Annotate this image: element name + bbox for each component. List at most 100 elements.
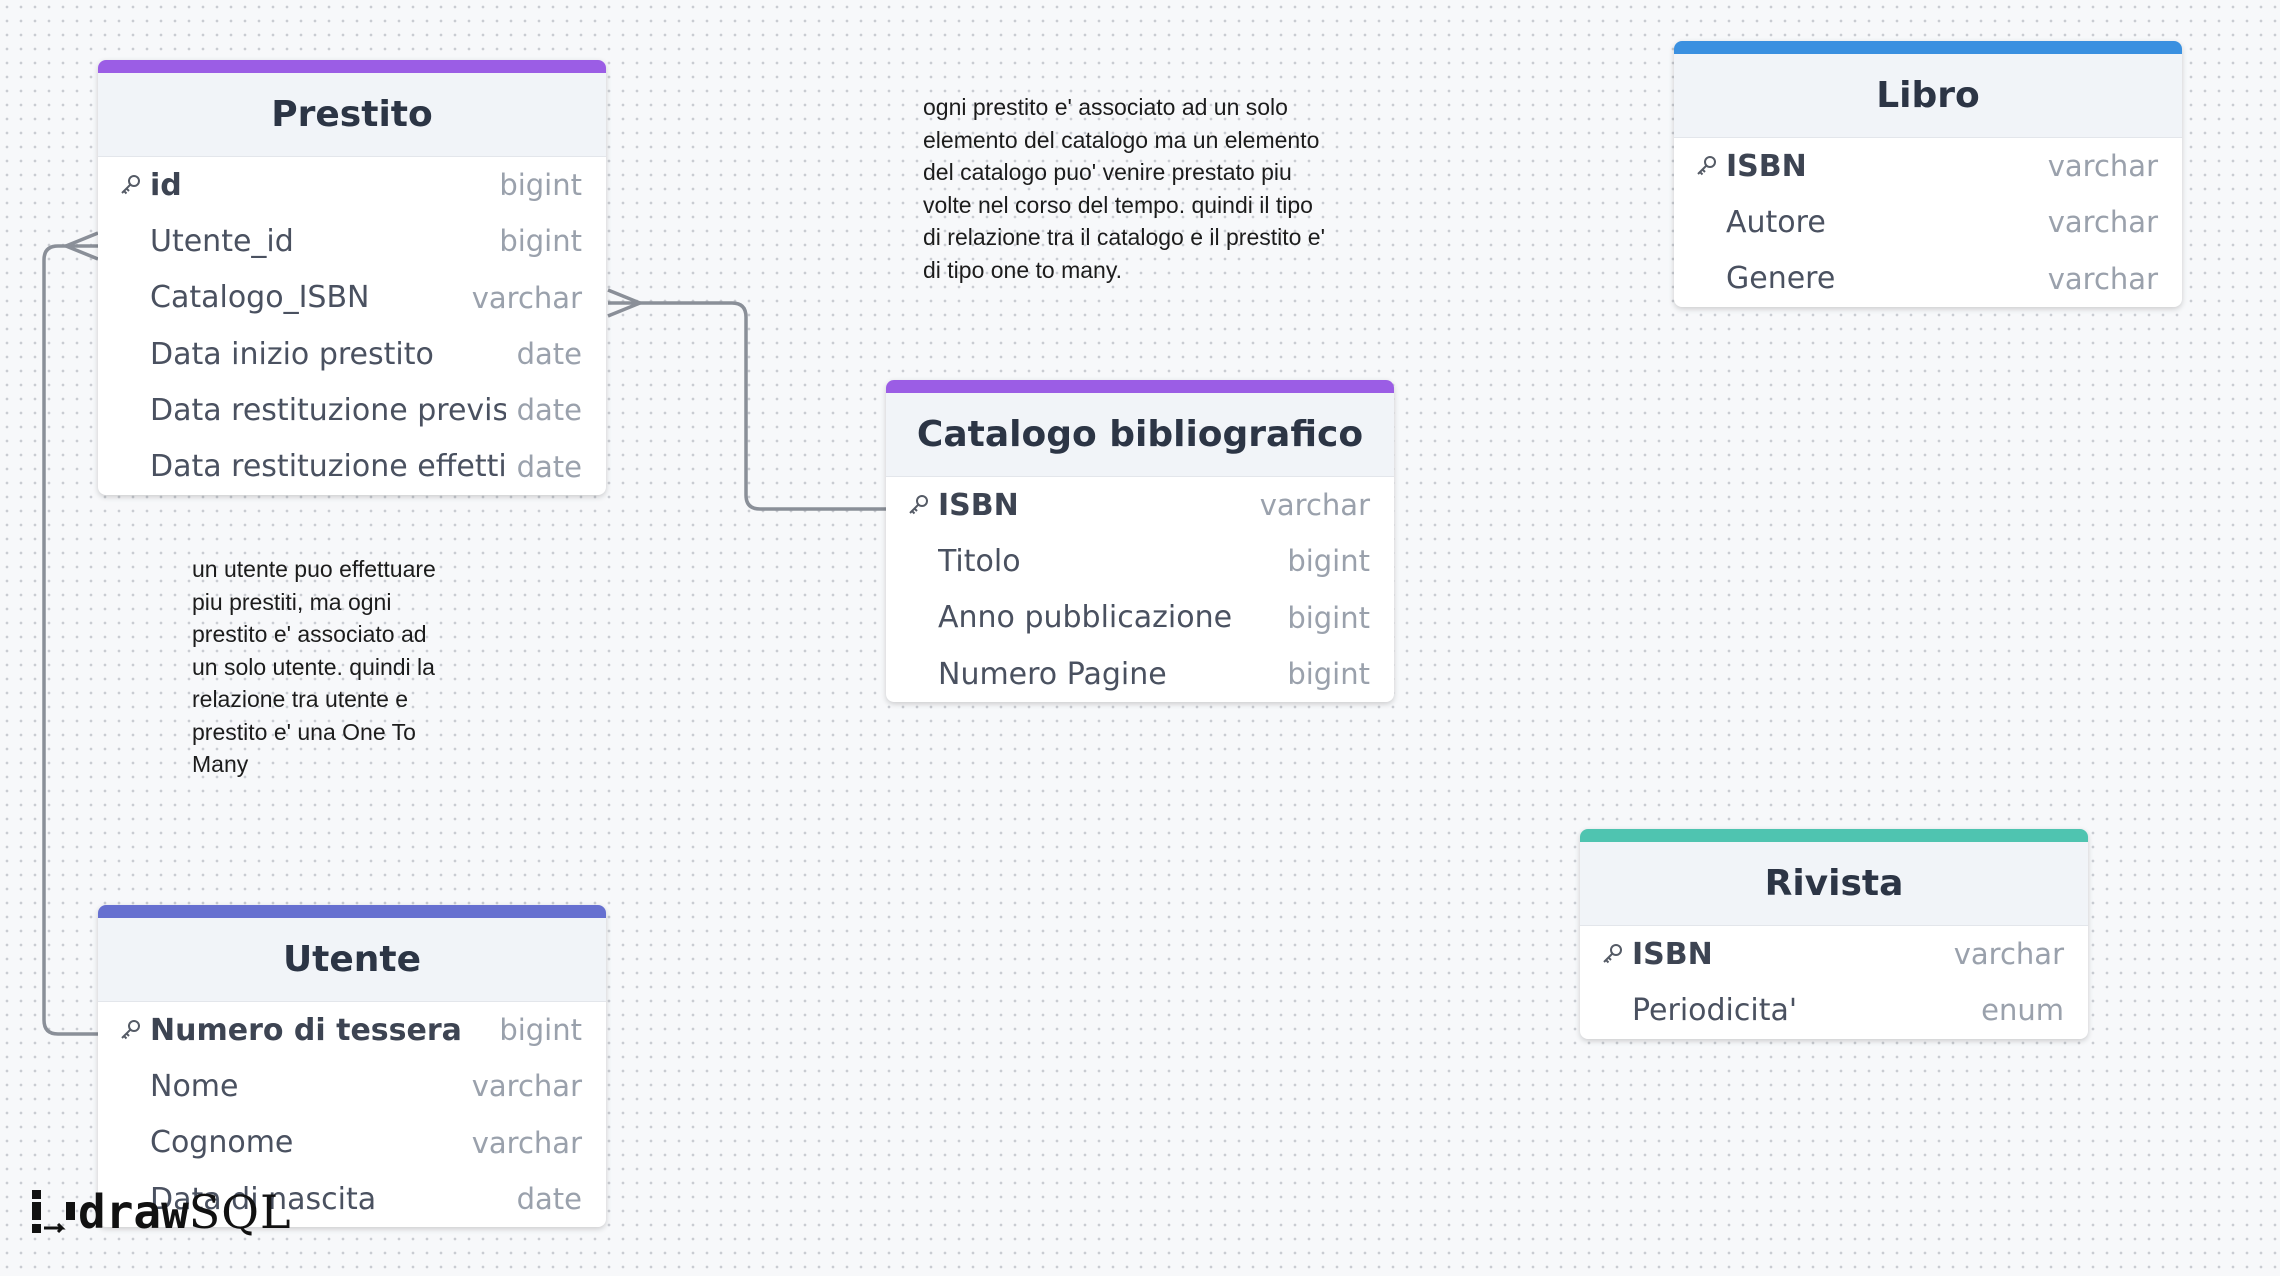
field-type: bigint [1281,544,1370,579]
drawsql-logo: draw SQL [30,1185,292,1239]
field-name: Data restituzione prevista [150,392,506,428]
field-name: id [150,167,182,203]
field-type: varchar [465,280,582,315]
field-name: ISBN [1726,148,1807,184]
field-name: Titolo [938,543,1021,579]
field-type: varchar [465,1069,582,1104]
field-type: bigint [493,224,582,259]
field-name: Numero di tessera [150,1012,462,1048]
note-line: elemento del catalogo ma un elemento [923,126,1320,153]
field-type: varchar [2041,149,2158,184]
note-utente-prestito[interactable]: un utente puo effettuare piu prestiti, ma… [192,553,436,781]
table-title[interactable]: Prestito [98,73,606,157]
note-line: ogni prestito e' associato ad un solo [923,94,1288,120]
field-name: Data inizio prestito [150,336,434,372]
field-row[interactable]: Numero di tessera bigint [98,1002,606,1058]
drawsql-logo-icon [32,1190,75,1234]
field-row[interactable]: Periodicita' enum [1580,982,2088,1038]
field-name: Anno pubblicazione [938,600,1233,636]
table-title[interactable]: Libro [1674,54,2182,138]
connector-utente-prestito [42,244,98,1036]
table-accent-bar [1674,41,2182,54]
note-line: volte nel corso del tempo. quindi il tip… [923,191,1313,218]
field-row[interactable]: ISBN varchar [886,477,1394,533]
key-icon [118,173,142,197]
note-line: prestito e' associato ad [192,621,427,647]
field-name: Utente_id [150,223,294,259]
field-row[interactable]: Anno pubblicazione bigint [886,590,1394,646]
key-icon [118,1018,142,1042]
table-accent-bar [1580,829,2088,842]
field-type: bigint [1281,600,1370,635]
field-name: Genere [1726,261,1836,297]
field-type: bigint [493,1013,582,1048]
table-accent-bar [98,905,606,918]
note-line: un solo utente. quindi la [192,653,435,680]
field-type: enum [1975,993,2064,1028]
note-line: un utente puo effettuare [192,556,436,582]
crow-foot-catalogo-prestito [607,288,641,318]
field-type: bigint [1281,657,1370,692]
field-row[interactable]: Genere varchar [1674,251,2182,307]
logo-text-draw: draw [78,1185,189,1239]
table-title[interactable]: Catalogo bibliografico [886,393,1394,477]
field-row[interactable]: Data di nascita date [98,1171,606,1227]
field-row[interactable]: id bigint [98,157,606,213]
field-row[interactable]: Data inizio prestito date [98,326,606,382]
note-line: relazione tra utente e [192,686,409,712]
field-type: date [510,337,582,372]
key-icon [906,493,930,517]
note-line: del catalogo puo' venire prestato piu [923,159,1292,185]
table-accent-bar [98,60,606,73]
field-name: Nome [150,1068,239,1104]
table-accent-bar [886,380,1394,393]
field-row[interactable]: Utente_id bigint [98,213,606,269]
field-name: Cognome [150,1125,294,1161]
note-line: di tipo one to many. [923,256,1123,283]
field-name: ISBN [938,487,1019,523]
connector-catalogo-prestito [608,301,886,511]
table-title[interactable]: Rivista [1580,842,2088,926]
field-type: varchar [1947,937,2064,972]
field-type: varchar [2041,261,2158,296]
field-name: Periodicita' [1632,992,1798,1028]
field-type: varchar [1253,488,1370,523]
field-row[interactable]: Numero Pagine bigint [886,646,1394,702]
field-name: Autore [1726,204,1826,240]
field-name: Data di nascita [150,1181,377,1217]
field-type: bigint [493,168,582,203]
crow-foot-utente-prestito [65,231,99,261]
note-line: prestito e' una One To [192,718,416,745]
key-icon [1694,154,1718,178]
field-type: date [510,449,582,484]
field-name: Numero Pagine [938,656,1167,692]
note-line: Many [192,751,249,777]
field-type: date [510,393,582,428]
table-title[interactable]: Utente [98,918,606,1002]
field-row[interactable]: Nome varchar [98,1058,606,1114]
field-row[interactable]: ISBN varchar [1674,138,2182,194]
key-icon [1600,942,1624,966]
note-line: piu prestiti, ma ogni [192,588,392,615]
field-type: date [510,1182,582,1217]
field-name: ISBN [1632,936,1713,972]
logo-text-sql: SQL [188,1185,292,1239]
field-row[interactable]: Titolo bigint [886,533,1394,589]
field-row[interactable]: ISBN varchar [1580,926,2088,982]
note-catalogo-prestito[interactable]: ogni prestito e' associato ad un solo ele… [923,91,1325,286]
field-type: varchar [465,1125,582,1160]
field-row[interactable]: Cognome varchar [98,1115,606,1171]
